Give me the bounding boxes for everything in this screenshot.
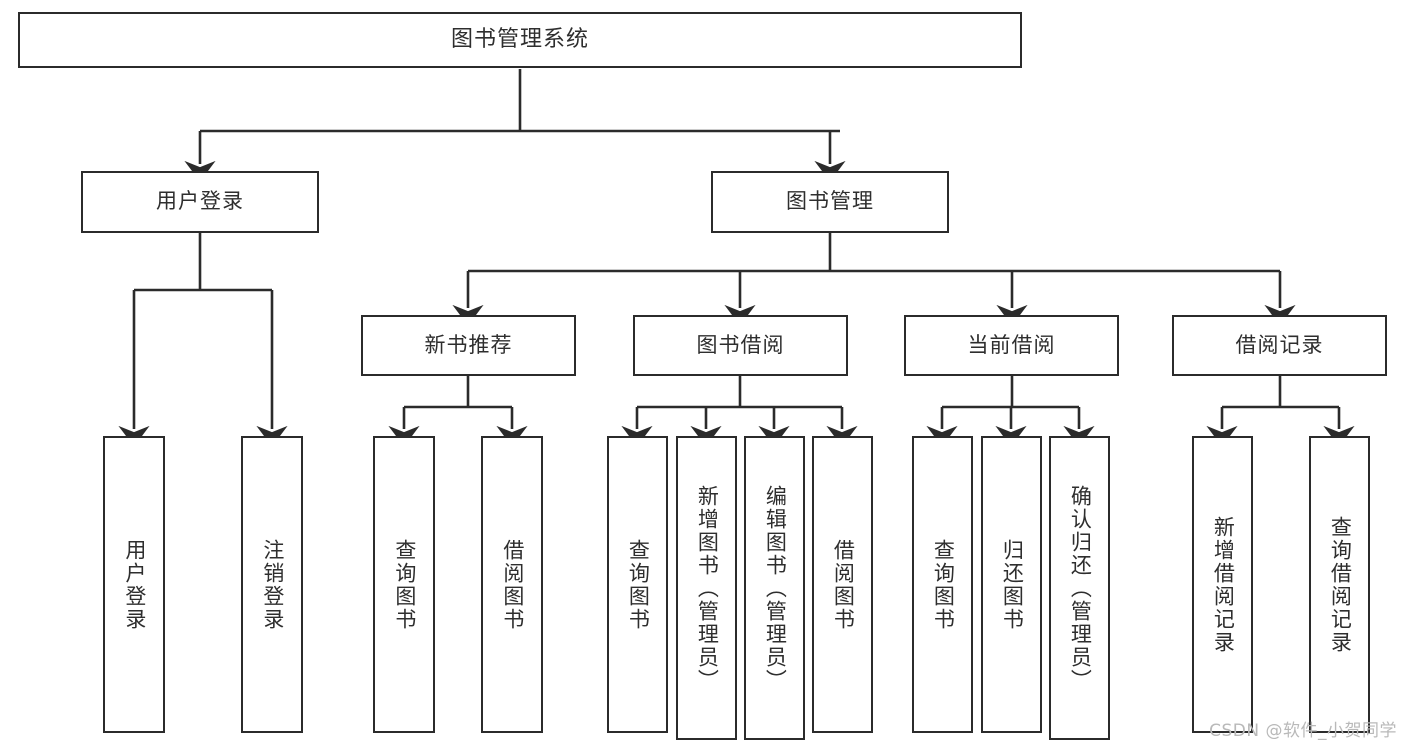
node-label: 图书管理	[786, 189, 874, 214]
leaf-new-book-borrow-book[interactable]: 借阅图书	[481, 436, 543, 733]
node-book-borrow[interactable]: 图书借阅	[633, 315, 848, 376]
node-label: 用户登录	[122, 538, 147, 631]
leaf-borrow-query-book[interactable]: 查询图书	[607, 436, 668, 733]
leaf-current-query-book[interactable]: 查询图书	[912, 436, 973, 733]
leaf-new-book-query-book[interactable]: 查询图书	[373, 436, 435, 733]
node-label: 借阅记录	[1235, 332, 1324, 357]
leaf-current-confirm-return-admin[interactable]: 确认归还（管理员）	[1049, 436, 1110, 740]
node-label: 图书借阅	[696, 332, 785, 357]
node-label: 确认归还（管理员）	[1068, 484, 1093, 692]
node-current-borrow[interactable]: 当前借阅	[904, 315, 1119, 376]
node-root-book-management-system[interactable]: 图书管理系统	[18, 12, 1022, 68]
node-label: 新增图书（管理员）	[695, 484, 720, 692]
node-label: 图书管理系统	[450, 26, 589, 52]
leaf-user-login-logout[interactable]: 注销登录	[241, 436, 303, 733]
leaf-borrow-edit-book-admin[interactable]: 编辑图书（管理员）	[744, 436, 805, 740]
watermark-text: CSDN @软件_小贺同学	[1209, 721, 1397, 741]
node-label: 新增借阅记录	[1211, 515, 1236, 654]
node-book-management[interactable]: 图书管理	[711, 171, 949, 233]
node-label: 编辑图书（管理员）	[763, 484, 788, 692]
node-label: 查询图书	[392, 538, 417, 631]
node-label: 归还图书	[1000, 538, 1025, 631]
leaf-record-query-borrow-record[interactable]: 查询借阅记录	[1309, 436, 1370, 733]
node-label: 用户登录	[156, 189, 244, 214]
node-label: 新书推荐	[424, 332, 513, 357]
node-label: 查询借阅记录	[1328, 515, 1353, 654]
node-borrow-record[interactable]: 借阅记录	[1172, 315, 1387, 376]
leaf-user-login-login[interactable]: 用户登录	[103, 436, 165, 733]
leaf-record-add-borrow-record[interactable]: 新增借阅记录	[1192, 436, 1253, 733]
node-label: 当前借阅	[967, 332, 1056, 357]
leaf-current-return-book[interactable]: 归还图书	[981, 436, 1042, 733]
node-label: 查询图书	[931, 538, 956, 631]
node-label: 查询图书	[626, 538, 651, 631]
leaf-borrow-borrow-book[interactable]: 借阅图书	[812, 436, 873, 733]
node-label: 借阅图书	[500, 538, 525, 631]
leaf-borrow-add-book-admin[interactable]: 新增图书（管理员）	[676, 436, 737, 740]
node-label: 借阅图书	[831, 538, 856, 631]
node-new-book-recommendation[interactable]: 新书推荐	[361, 315, 576, 376]
node-label: 注销登录	[260, 538, 285, 631]
node-user-login[interactable]: 用户登录	[81, 171, 319, 233]
